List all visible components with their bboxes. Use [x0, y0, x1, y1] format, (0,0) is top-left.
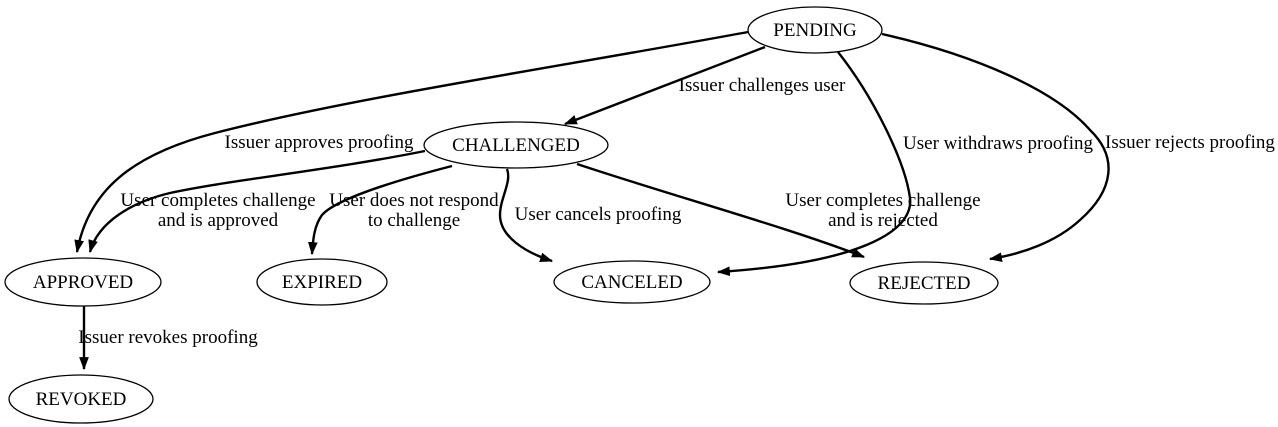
edge-path — [498, 168, 554, 263]
node-expired: EXPIRED — [256, 258, 388, 306]
node-label: CHALLENGED — [452, 135, 580, 156]
edge-challenged-canceled: User cancels proofing — [498, 168, 682, 263]
edge-label: User cancels proofing — [515, 204, 682, 225]
node-approved-ellipse — [4, 257, 162, 307]
edge-label: Issuer revokes proofing — [78, 327, 258, 348]
node-label: PENDING — [773, 20, 857, 41]
node-label: REVOKED — [36, 389, 127, 410]
edge-pending-approved: Issuer approves proofing — [74, 30, 749, 254]
node-challenged: CHALLENGED — [423, 121, 609, 169]
edge-path — [563, 45, 766, 126]
node-label: APPROVED — [33, 272, 133, 293]
edge-label: and is rejected — [828, 210, 938, 231]
edge-path — [716, 51, 912, 277]
node-pending-ellipse — [747, 6, 883, 54]
edge-label: Issuer approves proofing — [225, 132, 414, 153]
node-canceled-ellipse — [553, 260, 711, 304]
node-canceled: CANCELED — [553, 260, 711, 304]
edge-challenged-approved: User completes challenge and is approved — [88, 149, 426, 254]
edge-label: Issuer rejects proofing — [1105, 132, 1275, 153]
edge-label: Issuer challenges user — [679, 75, 846, 96]
node-revoked-ellipse — [8, 374, 154, 424]
edge-path — [307, 164, 453, 256]
node-label: EXPIRED — [282, 272, 362, 293]
edge-path — [88, 149, 426, 254]
edge-pending-canceled: User withdraws proofing — [716, 51, 1093, 277]
edge-label: to challenge — [368, 210, 460, 231]
node-label: CANCELED — [581, 272, 682, 293]
edge-pending-rejected: Issuer rejects proofing — [881, 32, 1275, 262]
edge-label: User withdraws proofing — [903, 133, 1093, 154]
edge-label: User completes challenge — [785, 190, 980, 211]
edge-label: User completes challenge — [120, 190, 315, 211]
edge-approved-revoked: Issuer revokes proofing — [78, 306, 258, 371]
node-challenged-ellipse — [423, 121, 609, 169]
edge-path — [74, 30, 749, 254]
node-approved: APPROVED — [4, 257, 162, 307]
node-expired-ellipse — [256, 258, 388, 306]
edge-challenged-expired: User does not respond to challenge — [307, 164, 499, 256]
edge-pending-challenged: Issuer challenges user — [563, 45, 846, 126]
node-pending: PENDING — [747, 6, 883, 54]
edge-label: and is approved — [158, 210, 279, 231]
edge-path — [881, 32, 1110, 262]
node-revoked: REVOKED — [8, 374, 154, 424]
node-rejected: REJECTED — [849, 261, 999, 305]
edge-path — [576, 162, 866, 259]
edge-label: User does not respond — [329, 190, 499, 211]
node-label: REJECTED — [878, 273, 971, 294]
edge-challenged-rejected: User completes challenge and is rejected — [576, 162, 981, 259]
node-rejected-ellipse — [849, 261, 999, 305]
